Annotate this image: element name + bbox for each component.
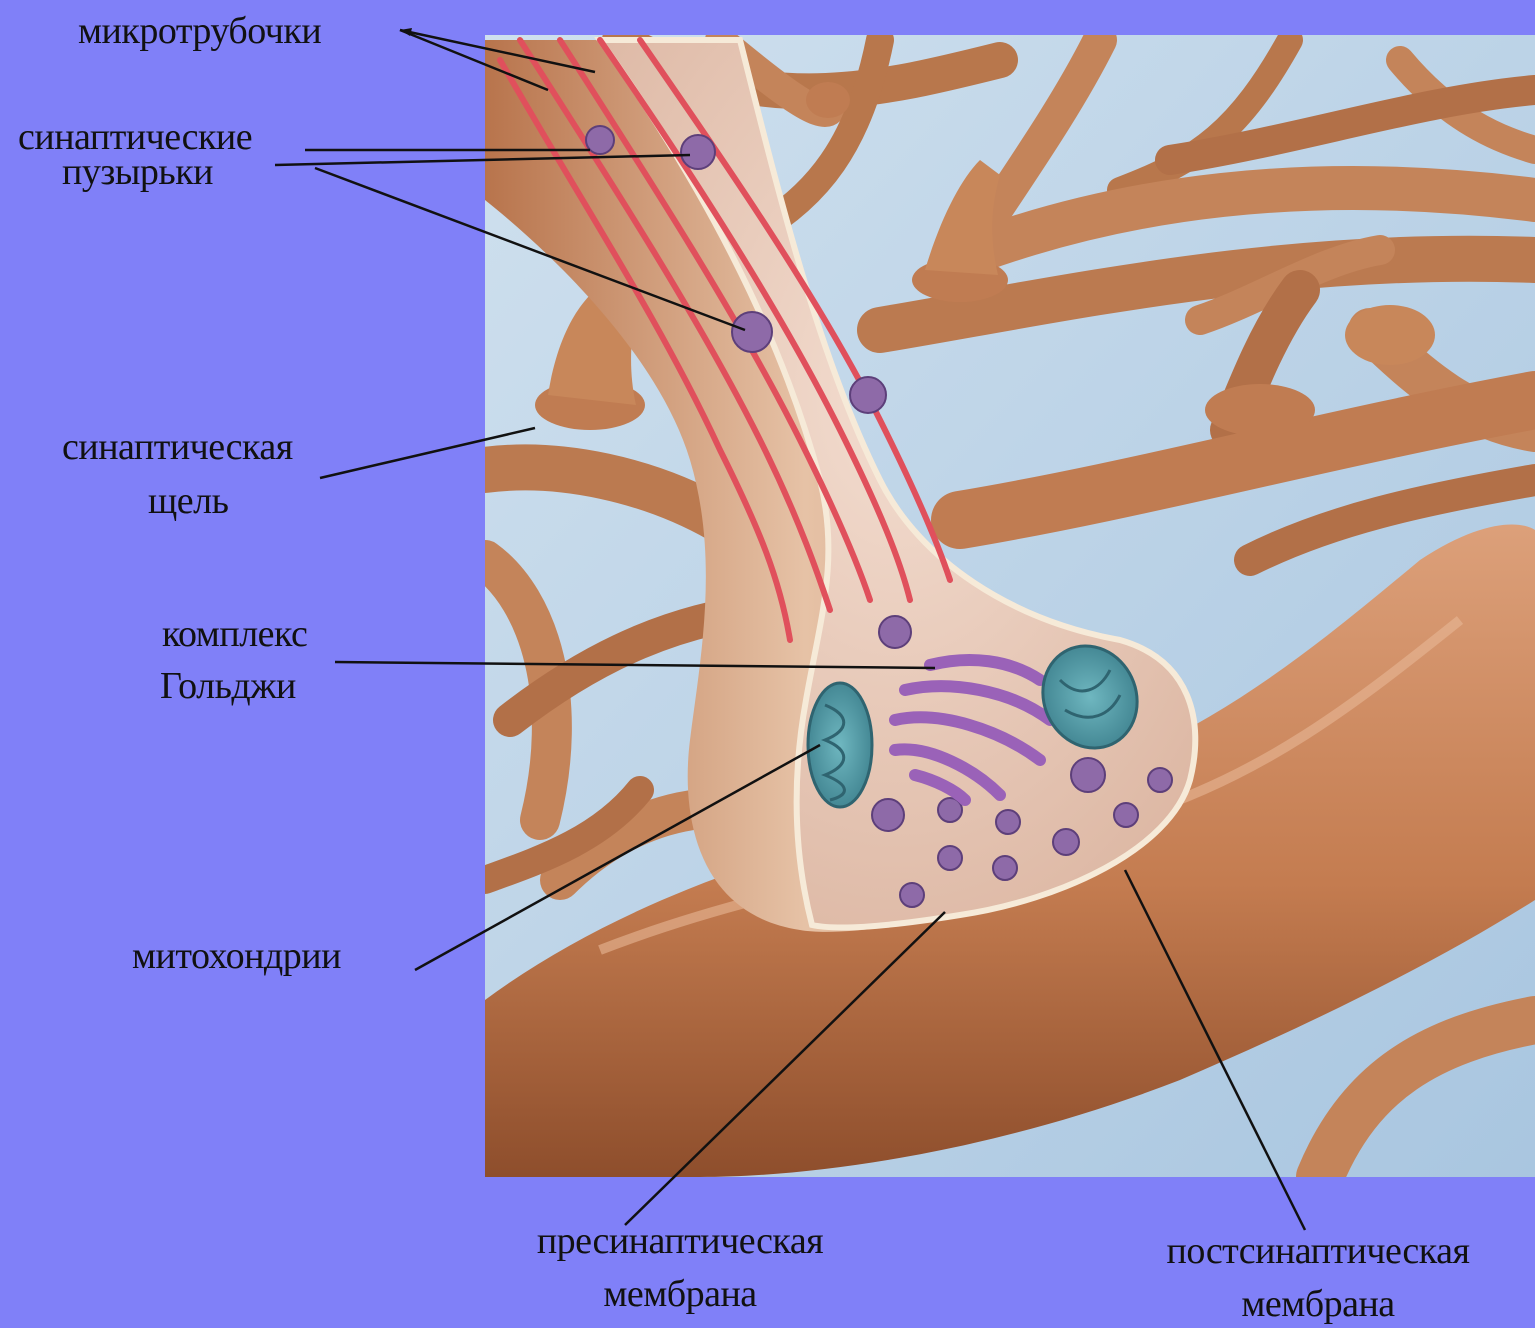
label-golgi-line2: Гольджи [160,667,296,707]
label-microtubules: микротрубочки [78,12,321,52]
label-presynaptic-membrane-line2: мембрана [490,1275,870,1315]
label-mitochondria: митохондрии [132,937,341,977]
label-synaptic-cleft-line2: щель [148,482,228,522]
label-postsynaptic-membrane-line1: постсинаптическая [1118,1232,1518,1272]
label-synaptic-cleft-line1: синаптическая [62,428,293,468]
label-presynaptic-membrane-line1: пресинаптическая [490,1222,870,1262]
label-postsynaptic-membrane-line2: мембрана [1118,1285,1518,1325]
label-golgi-line1: комплекс [162,615,307,655]
label-synaptic-vesicles-line2: пузырьки [62,153,213,193]
illustration-panel [485,35,1535,1177]
